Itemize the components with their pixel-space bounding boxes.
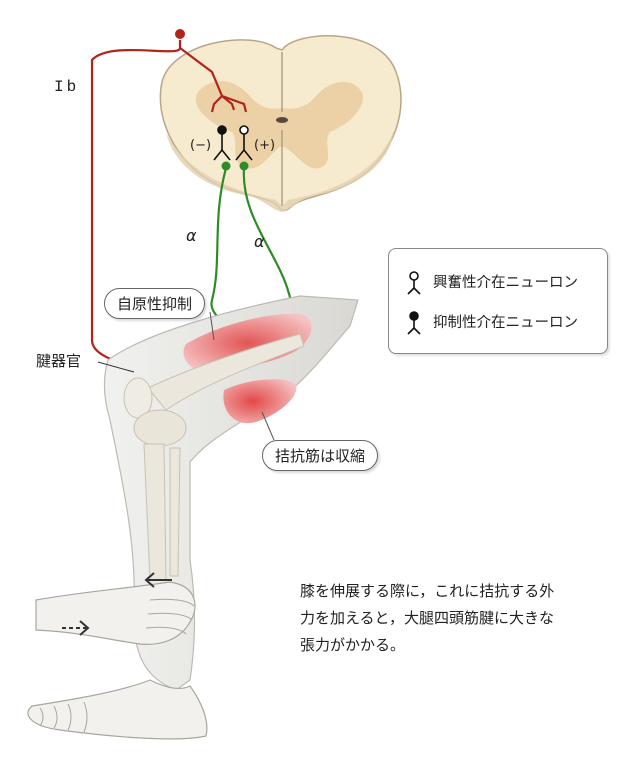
antagonist-muscle xyxy=(223,379,297,424)
femur-bone xyxy=(147,333,305,411)
caption-line-2: 力を加えると，大腿四頭筋腱に大きな xyxy=(300,609,554,627)
legend-excitatory-label: 興奮性介在ニューロン xyxy=(433,275,578,291)
alpha-label-left: α xyxy=(186,226,197,245)
knee-joint xyxy=(133,409,187,447)
antagonist-leader xyxy=(261,411,275,441)
arrow-left-icon xyxy=(144,572,172,588)
open-circle-neuron-icon xyxy=(407,271,421,295)
alpha-soma-left xyxy=(221,161,231,171)
caption-line-3: 張力がかかる。 xyxy=(300,636,406,654)
caption: 膝を伸展する際に，これに拮抗する外 力を加えると，大腿四頭筋腱に大きな 張力がか… xyxy=(300,578,600,659)
arrow-right-icon xyxy=(62,620,90,636)
filled-circle-neuron-icon xyxy=(407,311,421,335)
alpha-soma-right xyxy=(239,161,249,171)
tendon-organ-label: 腱器官 xyxy=(36,352,82,370)
excitatory-interneuron xyxy=(235,125,253,161)
spinal-cord xyxy=(159,35,402,212)
autogenic-inhibition-label: 自原性抑制 xyxy=(104,288,206,319)
toes xyxy=(39,701,88,733)
quadriceps-muscle xyxy=(183,313,312,372)
central-canal xyxy=(276,117,288,123)
ib-label: Ib xyxy=(54,78,80,96)
inhibitory-interneuron xyxy=(213,125,231,161)
caption-line-1: 膝を伸展する際に，これに拮抗する外 xyxy=(300,582,555,600)
alpha-fiber-left xyxy=(210,167,234,337)
antagonist-contraction-label: 拮抗筋は収縮 xyxy=(262,440,379,471)
excitatory-sign: (+) xyxy=(254,138,276,153)
legend-item-inhibitory: 抑制性介在ニューロン xyxy=(407,311,578,335)
fibula-bone xyxy=(169,447,181,577)
legend-box: 興奮性介在ニューロン 抑制性介在ニューロン xyxy=(388,248,608,354)
inhibitory-sign: (−) xyxy=(190,138,212,153)
spinal-cord-gray-matter xyxy=(195,80,364,169)
leg-illustration xyxy=(27,295,359,740)
foot xyxy=(27,679,208,740)
alpha-label-right: α xyxy=(254,232,265,251)
tendon-organ-leader xyxy=(97,361,135,373)
hand-fingers xyxy=(145,598,195,635)
legend-inhibitory-label: 抑制性介在ニューロン xyxy=(433,315,578,331)
ib-origin-dot xyxy=(175,29,185,39)
legend-item-excitatory: 興奮性介在ニューロン xyxy=(407,271,578,295)
autogenic-inhibition-leader xyxy=(209,311,215,341)
hand xyxy=(35,581,196,645)
